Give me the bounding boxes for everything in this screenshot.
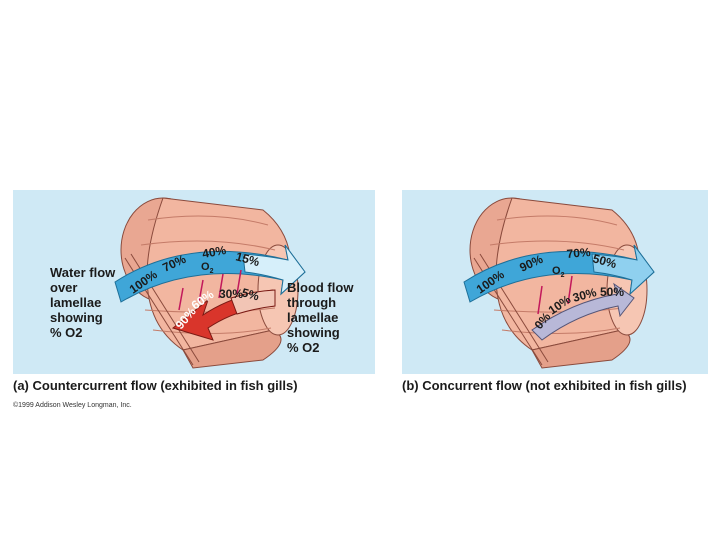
blood-pct-3: 30% bbox=[219, 287, 243, 301]
panel-countercurrent: O2 100% 70% 40% 15% 90% 60% 30% 5% Water… bbox=[13, 190, 375, 374]
caption-concurrent: (b) Concurrent flow (not exhibited in fi… bbox=[402, 378, 687, 393]
concurrent-diagram: O2 100% 90% 70% 50% 0% 10% 30% 50% bbox=[402, 190, 708, 374]
copyright-notice: ©1999 Addison Wesley Longman, Inc. bbox=[13, 402, 132, 409]
water-flow-label: Water flow over lamellae showing % O2 bbox=[50, 265, 115, 340]
panel-concurrent: O2 100% 90% 70% 50% 0% 10% 30% 50% bbox=[402, 190, 708, 374]
blood-flow-label: Blood flow through lamellae showing % O2 bbox=[287, 280, 353, 355]
caption-countercurrent: (a) Countercurrent flow (exhibited in fi… bbox=[13, 378, 298, 393]
blood-pct-4: 50% bbox=[600, 285, 624, 299]
water-pct-3: 70% bbox=[566, 245, 591, 261]
